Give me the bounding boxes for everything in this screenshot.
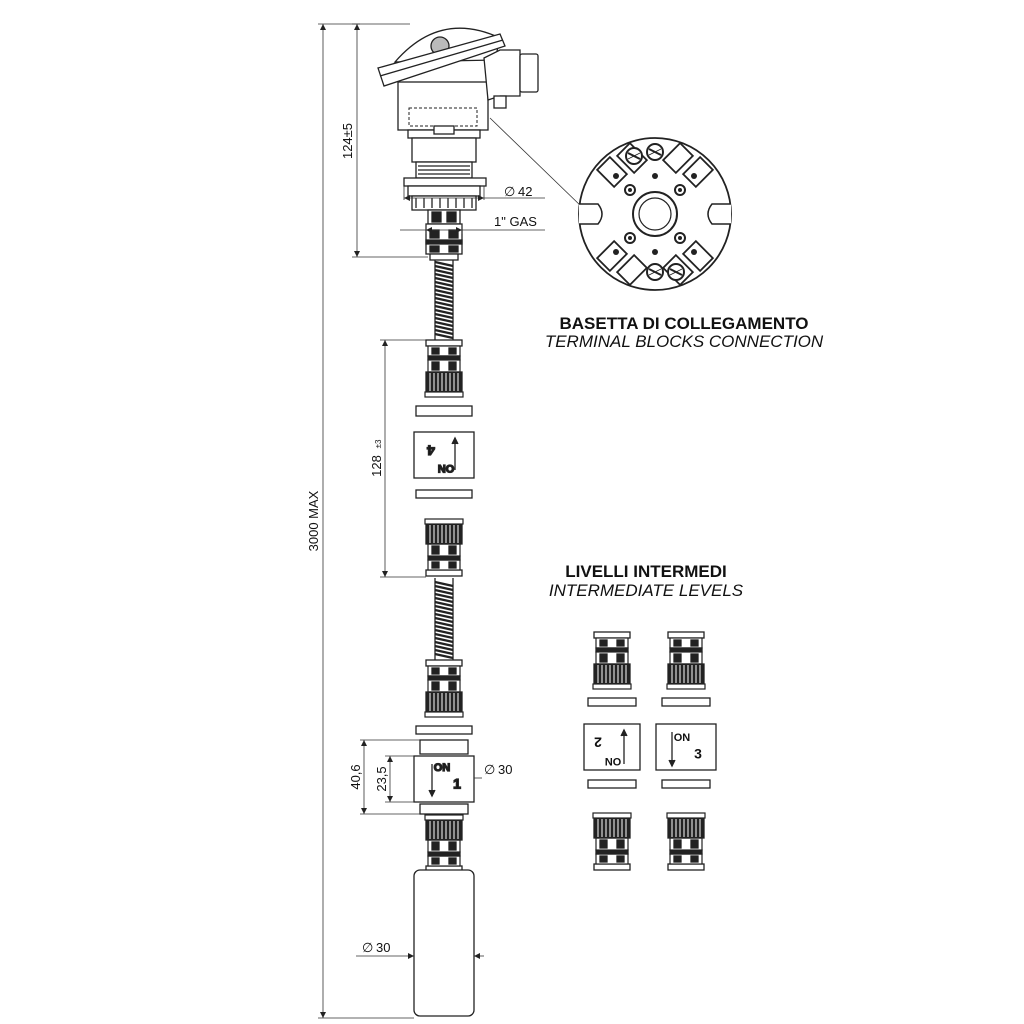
stem-middle bbox=[434, 578, 454, 660]
dim-float-pitch-tol: ±3 bbox=[374, 439, 383, 448]
intermediate-section-subtitle: INTERMEDIATE LEVELS bbox=[549, 581, 744, 600]
diameter-symbol-1: ∅ bbox=[504, 184, 515, 199]
dim-thread: 1" GAS bbox=[494, 214, 537, 229]
bottom-weight bbox=[413, 869, 475, 1017]
level-switch-assembly: 4 ON ON 1 bbox=[377, 27, 539, 1017]
connection-head bbox=[377, 27, 539, 261]
float-switch-4: 4 ON bbox=[413, 431, 475, 479]
float-1-on-label: ON bbox=[434, 762, 451, 774]
float-2-number: 2 bbox=[594, 734, 602, 750]
terminal-block-detail bbox=[578, 137, 732, 291]
collar-1-ring bbox=[419, 739, 469, 755]
dim-float-pitch: 128 bbox=[369, 455, 384, 477]
dim-float-diameter-value: 30 bbox=[376, 940, 390, 955]
float-4-number: 4 bbox=[427, 442, 435, 458]
dim-total-length: 3000 MAX bbox=[306, 490, 321, 551]
collar-1-bottom bbox=[419, 803, 469, 815]
intermediate-float-3 bbox=[655, 631, 717, 871]
clip-1-bottom bbox=[424, 814, 464, 873]
float-3-on-label: ON bbox=[674, 732, 691, 744]
float-2-on-label: ON bbox=[605, 755, 622, 767]
float-1-number: 1 bbox=[453, 776, 461, 792]
clip-4-top bbox=[424, 339, 464, 398]
clip-1-top bbox=[424, 659, 464, 718]
dimension-arrowheads bbox=[320, 24, 484, 1018]
intermediate-float-2 bbox=[583, 631, 641, 871]
terminal-section-title: BASETTA DI COLLEGAMENTO bbox=[559, 314, 808, 333]
dim-head-diameter-value: 42 bbox=[518, 184, 532, 199]
dim-head-height: 124±5 bbox=[340, 123, 355, 159]
collar-4-top bbox=[415, 405, 473, 417]
intermediate-section-title: LIVELLI INTERMEDI bbox=[565, 562, 727, 581]
collar-1-top bbox=[415, 725, 473, 735]
dimension-lines bbox=[318, 23, 584, 1019]
stem-upper bbox=[434, 260, 454, 340]
clip-4-bottom bbox=[424, 518, 464, 577]
float-3-number: 3 bbox=[694, 746, 702, 762]
diameter-symbol-2: ∅ bbox=[484, 762, 495, 777]
dim-switch-total: 40,6 bbox=[348, 764, 363, 789]
float-switch-1: ON 1 bbox=[413, 755, 475, 803]
float-4-on-label: ON bbox=[438, 462, 455, 474]
terminal-section-subtitle: TERMINAL BLOCKS CONNECTION bbox=[545, 332, 824, 351]
dim-head-diameter: ∅ 42 bbox=[504, 184, 532, 199]
dim-switch-body: 23,5 bbox=[374, 766, 389, 791]
dim-switch-diameter-value: 30 bbox=[498, 762, 512, 777]
collar-4-bottom bbox=[415, 489, 473, 499]
dim-switch-diameter: ∅ 30 bbox=[484, 762, 512, 777]
diameter-symbol-3: ∅ bbox=[362, 940, 373, 955]
dim-float-diameter: ∅ 30 bbox=[362, 940, 390, 955]
